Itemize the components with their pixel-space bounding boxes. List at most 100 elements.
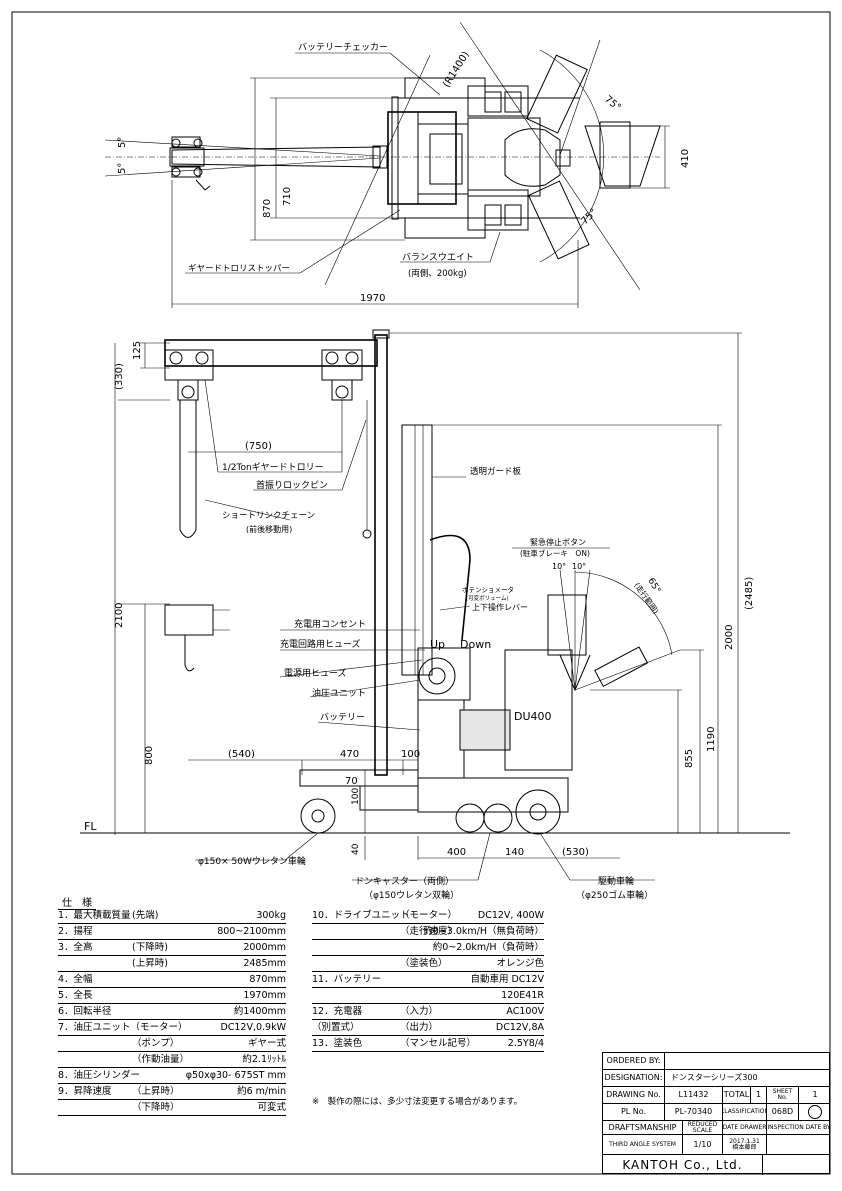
spec-value: DC12V,8A xyxy=(495,1022,544,1033)
label-lift-lever: 上下操作レバー xyxy=(472,602,528,612)
label-potentiometer-note: (可変ボリューム) xyxy=(466,594,509,602)
drawer-value: 橋本藤郎 xyxy=(732,1143,757,1151)
label-dim-2100: 2100 xyxy=(114,603,125,628)
spec-value: 870mm xyxy=(249,974,286,985)
classification-value: 068D xyxy=(767,1104,799,1120)
spec-row: 120E41R xyxy=(312,988,544,1004)
label-dim-2000: 2000 xyxy=(724,625,735,650)
spec-item: 13．塗装色 xyxy=(312,1038,363,1049)
title-block: ORDERED BY: DESIGNATION: ドンスターシリーズ300 DR… xyxy=(602,1052,831,1175)
label-dim-1190: 1190 xyxy=(706,727,717,752)
trolley-right xyxy=(321,349,363,401)
label-down: Down xyxy=(460,638,491,651)
label-angle-top: 75° xyxy=(602,94,623,114)
label-angle-10-b: 10° xyxy=(572,562,586,571)
sheet-label: SHEET No. xyxy=(767,1087,799,1103)
spec-row: 約0~2.0km/H（負荷時） xyxy=(312,940,544,956)
spec-value: 1970mm xyxy=(243,990,286,1001)
label-dim-140: 140 xyxy=(505,847,524,858)
spec-row: （走行速度）約0~3.0km/H（無負荷時） xyxy=(312,924,544,940)
sheet-value: 1 xyxy=(812,1090,818,1099)
label-power-fuse: 電源用ヒューズ xyxy=(284,667,347,679)
spec-value: 300kg xyxy=(256,910,286,921)
spec-condition: （作動油量） xyxy=(132,1054,190,1065)
spec-row: （ポンプ）ギヤー式 xyxy=(58,1036,286,1052)
sheet-border xyxy=(11,11,831,1175)
draftsmanship-label: DRAFTSMANSHIP xyxy=(603,1121,683,1134)
spec-condition: （マンセル記号） xyxy=(400,1038,477,1049)
total-label: TOTAL xyxy=(723,1087,751,1103)
spec-item: 1．最大積載質量 xyxy=(58,910,131,921)
label-dim-540: (540) xyxy=(228,749,255,760)
spec-row: （別置式）（出力）DC12V,8A xyxy=(312,1020,544,1036)
spec-item: 8．油圧シリンダー xyxy=(58,1070,141,1081)
label-drive-wheel-note: （φ250ゴム車輪） xyxy=(576,889,653,901)
label-guard: 透明ガード板 xyxy=(470,466,522,477)
spec-condition: (上昇時) xyxy=(132,958,168,969)
label-dim-125: 125 xyxy=(132,341,143,360)
ordered-by-label: ORDERED BY: xyxy=(603,1053,665,1069)
label-emergency-stop: 緊急停止ボタン xyxy=(530,537,586,547)
spec-row: 3．全高(下降時)2000mm xyxy=(58,940,286,956)
spec-row: 4．全幅 870mm xyxy=(58,972,286,988)
label-charging-outlet: 充電用コンセント xyxy=(294,618,366,630)
spec-row: 11．バッテリー自動車用 DC12V xyxy=(312,972,544,988)
spec-item: 12．充電器 xyxy=(312,1006,363,1017)
spec-row: 12．充電器 （入力） AC100V xyxy=(312,1004,544,1020)
spec-row: （塗装色） オレンジ色 xyxy=(312,956,544,972)
spec-value: オレンジ色 xyxy=(496,958,544,969)
label-hydraulic-unit: 油圧ユニット xyxy=(312,687,366,699)
date-drawer-label: DATE DRAWER xyxy=(723,1121,767,1134)
label-dim-100-a: 100 xyxy=(401,749,420,760)
scale-value: 1/10 xyxy=(683,1135,723,1154)
label-dim-400: 400 xyxy=(447,847,466,858)
pl-no-label: PL No. xyxy=(603,1104,665,1120)
label-dim-1970: 1970 xyxy=(360,293,385,304)
spec-value: DC12V,0.9kW xyxy=(220,1022,286,1033)
spec-condition: (先端) xyxy=(132,910,159,921)
side-view xyxy=(80,329,790,881)
spec-row: 13．塗装色 （マンセル記号） 2.5Y8/4 xyxy=(312,1036,544,1052)
spec-value: 800~2100mm xyxy=(217,926,286,937)
spec-condition: （入力） xyxy=(400,1006,439,1017)
label-dim-750: (750) xyxy=(245,441,272,452)
specs-note: ※ 製作の際には、多少寸法変更する場合があります。 xyxy=(312,1097,523,1107)
label-drive-wheel: 駆動車輪 xyxy=(598,875,634,887)
label-balance-weight-note: (両側、200kg) xyxy=(408,268,467,279)
spec-value: 120E41R xyxy=(501,990,544,1001)
spec-item: 9．昇降速度 xyxy=(58,1086,112,1097)
spec-condition: (下降時) xyxy=(132,942,168,953)
label-chain-note: (前後移動用) xyxy=(246,524,292,534)
spec-condition: （走行速度） xyxy=(400,926,458,937)
label-potentiometer: ポテンショメータ xyxy=(462,585,514,594)
spec-item: 4．全幅 xyxy=(58,974,93,985)
spec-row: 7．油圧ユニット（モーター） DC12V,0.9kW xyxy=(58,1020,286,1036)
designation-label: DESIGNATION: xyxy=(603,1070,665,1086)
spec-value: 2000mm xyxy=(243,942,286,953)
spec-value: DC12V, 400W xyxy=(477,910,544,921)
spec-condition: （塗装色） xyxy=(400,958,448,969)
company-name: KANTOH Co., Ltd. xyxy=(603,1155,763,1175)
third-angle-label: THIRD ANGLE SYSTEM xyxy=(603,1135,683,1154)
label-fl: FL xyxy=(84,820,97,833)
spec-item: 11．バッテリー xyxy=(312,974,382,985)
label-trolley: 1/2Tonギヤードトロリー xyxy=(222,462,324,473)
label-dim-530: (530) xyxy=(562,847,589,858)
spec-row: 9．昇降速度（上昇時）約6 m/min xyxy=(58,1084,286,1100)
label-dim-100-b: 100 xyxy=(351,788,361,805)
spec-value: 2.5Y8/4 xyxy=(507,1038,544,1049)
total-value: 1 xyxy=(751,1087,767,1103)
spec-value: 約1400mm xyxy=(233,1006,286,1017)
label-dim-330: (330) xyxy=(114,363,125,390)
label-emergency-note: (駐車ブレーキ ON) xyxy=(520,548,590,558)
date-drawer-value: 2017.1.31 橋本藤郎 xyxy=(723,1135,767,1154)
spec-row: （作動油量）約2.1ﾘｯﾄﾙ xyxy=(58,1052,286,1068)
label-front-wheel: φ150× 50Wウレタン車輪 xyxy=(198,855,306,867)
specs-title: 仕 様 xyxy=(58,894,96,910)
spec-item: 6．回転半径 xyxy=(58,1006,112,1017)
spec-value: 2485mm xyxy=(243,958,286,969)
spec-item: 7．油圧ユニット（モーター） xyxy=(58,1022,188,1033)
spec-value: AC100V xyxy=(506,1006,544,1017)
